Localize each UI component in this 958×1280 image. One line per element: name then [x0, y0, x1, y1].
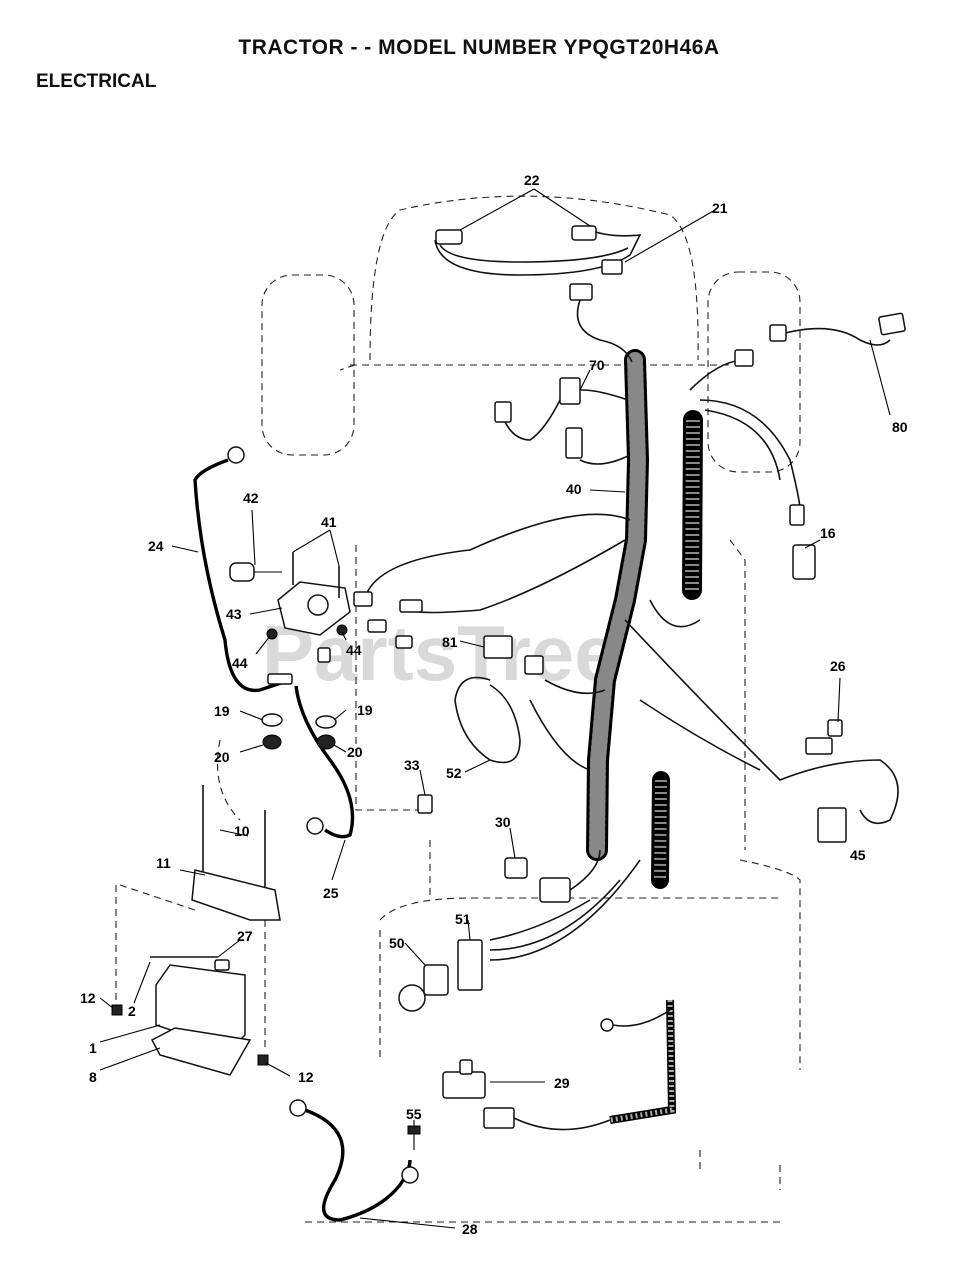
callout-20-right: 20: [347, 744, 363, 760]
switch-50: [398, 859, 641, 1012]
page-title: TRACTOR - - MODEL NUMBER YPQGT20H46A: [238, 36, 720, 59]
callout-1: 1: [89, 1040, 97, 1056]
headlight-harness: [434, 225, 642, 363]
ground-terminal: [600, 1018, 614, 1032]
callout-45: 45: [850, 847, 866, 863]
callout-30: 30: [495, 814, 511, 830]
callout-2: 2: [128, 1003, 136, 1019]
callout-52: 52: [446, 765, 462, 781]
callout-44-right: 44: [346, 642, 362, 658]
callout-8: 8: [89, 1069, 97, 1085]
callout-44-left: 44: [232, 655, 248, 671]
callout-28: 28: [462, 1221, 478, 1237]
callout-26: 26: [830, 658, 846, 674]
connector-30: [504, 849, 601, 903]
callout-12-right: 12: [298, 1069, 314, 1085]
callout-22: 22: [524, 172, 540, 188]
callout-50: 50: [389, 935, 405, 951]
callout-labels: 22 21 70 80 40 16 42 41 24 43 44 44 81 2…: [80, 172, 908, 1237]
callout-12-left: 12: [80, 990, 96, 1006]
callout-16: 16: [820, 525, 836, 541]
wire-80: [769, 312, 906, 346]
callout-29: 29: [554, 1075, 570, 1091]
callout-80: 80: [892, 419, 908, 435]
section-heading: ELECTRICAL: [36, 71, 157, 92]
main-harness-coil: [586, 349, 650, 861]
right-harness-leads: [624, 349, 899, 843]
callout-10: 10: [234, 823, 250, 839]
callout-19-right: 19: [357, 702, 373, 718]
callout-81: 81: [442, 634, 458, 650]
callout-20-left: 20: [214, 749, 230, 765]
callout-55: 55: [406, 1106, 422, 1122]
secondary-harness-coil: [609, 410, 703, 1124]
callout-41: 41: [321, 514, 337, 530]
callout-19-left: 19: [214, 703, 230, 719]
switch-29: [442, 1059, 611, 1131]
left-harness-leads: [353, 377, 631, 649]
callout-43: 43: [226, 606, 242, 622]
callout-24: 24: [148, 538, 164, 554]
callout-33: 33: [404, 757, 420, 773]
callout-25: 25: [323, 885, 339, 901]
solenoid-43: [229, 552, 351, 750]
callout-21: 21: [712, 200, 728, 216]
callout-40: 40: [566, 481, 582, 497]
callout-42: 42: [243, 490, 259, 506]
callout-11: 11: [156, 855, 171, 871]
battery-assembly: [111, 785, 281, 1076]
callout-70: 70: [589, 357, 605, 373]
leader-lines: [99, 188, 891, 1229]
ground-cable-28: [289, 1099, 421, 1222]
tractor-outline: [115, 195, 801, 1223]
callout-27: 27: [237, 928, 253, 944]
battery-cable-25: [294, 685, 355, 839]
callout-51: 51: [455, 911, 471, 927]
ground-lead: [612, 1009, 671, 1027]
battery-cable-24: [193, 446, 293, 693]
connector-33: [417, 794, 433, 814]
